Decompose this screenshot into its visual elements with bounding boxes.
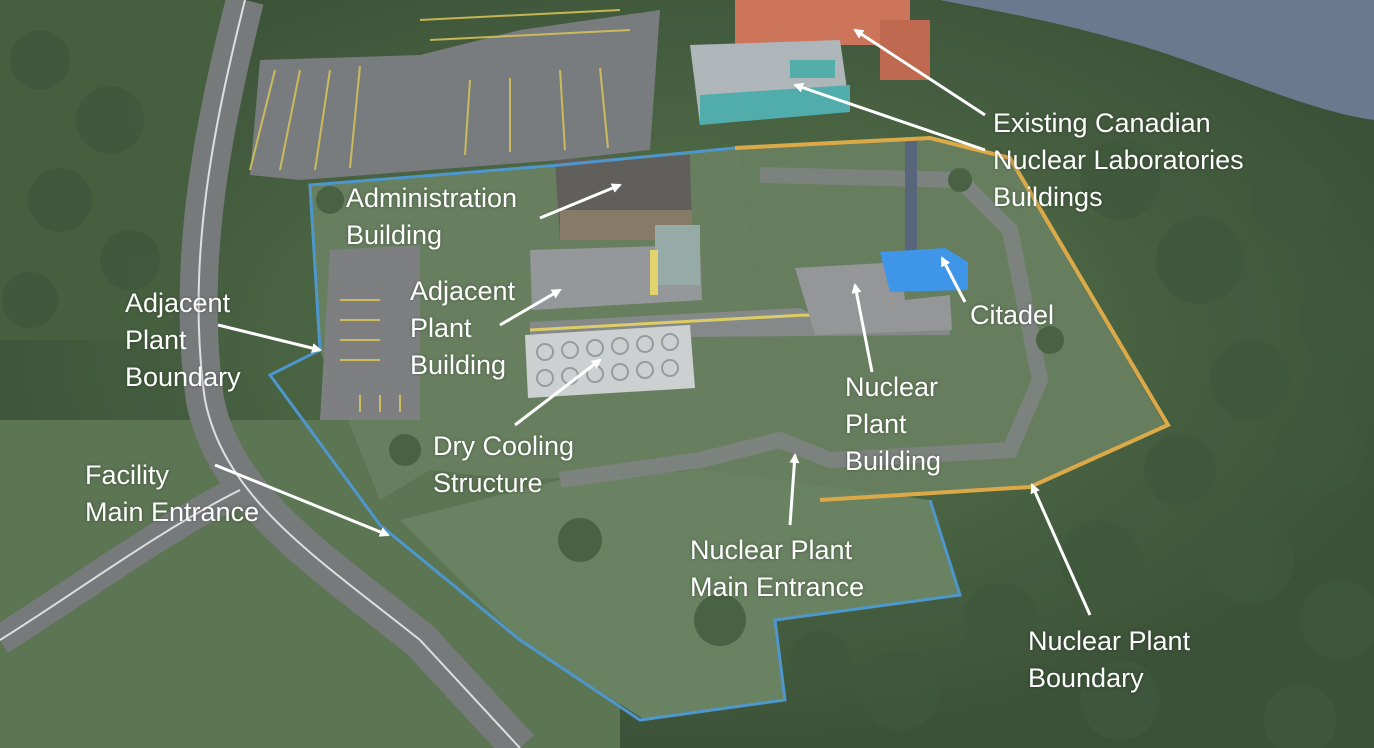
adjacent-stripe — [650, 250, 658, 295]
arrow-cnl-orange — [853, 28, 986, 117]
arrow-nuclear-building — [851, 283, 874, 373]
adjacent-plant-boundary — [267, 146, 962, 722]
arrow-nuclear-entrance — [788, 453, 800, 526]
label-adjacent-plant-boundary: Adjacent Plant Boundary — [125, 288, 241, 392]
annotation-arrows — [214, 28, 1092, 616]
cnl-roof-unit — [790, 60, 835, 78]
label-nuclear-plant-boundary: Nuclear Plant Boundary — [1028, 626, 1191, 693]
label-nuclear-plant-building: Nuclear Plant Building — [845, 372, 942, 476]
side-road-line — [0, 489, 241, 641]
arrow-facility-entrance — [214, 463, 390, 537]
arrow-citadel — [940, 256, 967, 303]
nuclear-plant-grounds — [740, 140, 1165, 500]
parking-lines-west — [340, 299, 401, 412]
arrow-dry-cooling — [514, 358, 602, 427]
arrow-adjacent-building — [499, 288, 562, 327]
water-body — [940, 0, 1374, 120]
label-nuclear-plant-main-entrance: Nuclear Plant Main Entrance — [690, 535, 865, 602]
cnl-building-orange-wing — [880, 20, 930, 80]
label-facility-main-entrance: Facility Main Entrance — [85, 460, 260, 527]
label-citadel: Citadel — [970, 300, 1055, 330]
arrow-adjacent-boundary — [217, 323, 322, 353]
hill-left — [0, 0, 230, 340]
label-dry-cooling-structure: Dry Cooling Structure — [433, 431, 575, 498]
nuclear-plant-building — [795, 262, 952, 335]
arrow-cnl-teal — [793, 82, 986, 152]
site-trees — [316, 168, 1064, 646]
label-existing-cnl-buildings: Existing Canadian Nuclear Laboratories B… — [993, 108, 1244, 212]
tree-canopy — [2, 30, 1374, 748]
main-road-line — [197, 0, 521, 748]
label-adjacent-plant-building: Adjacent Plant Building — [410, 276, 516, 380]
parking-lines — [249, 9, 631, 171]
site-roads — [558, 167, 1049, 488]
arrow-administration — [539, 183, 622, 220]
cnl-building-teal-wall — [700, 85, 850, 125]
parking-lot-west — [320, 245, 420, 420]
nuclear-plant-boundary — [734, 135, 1171, 502]
adjacent-tower — [655, 225, 700, 285]
nuclear-plant-grounds-south — [400, 470, 960, 720]
arrow-nuclear-boundary — [1030, 483, 1092, 616]
label-administration-building: Administration Building — [346, 183, 518, 250]
